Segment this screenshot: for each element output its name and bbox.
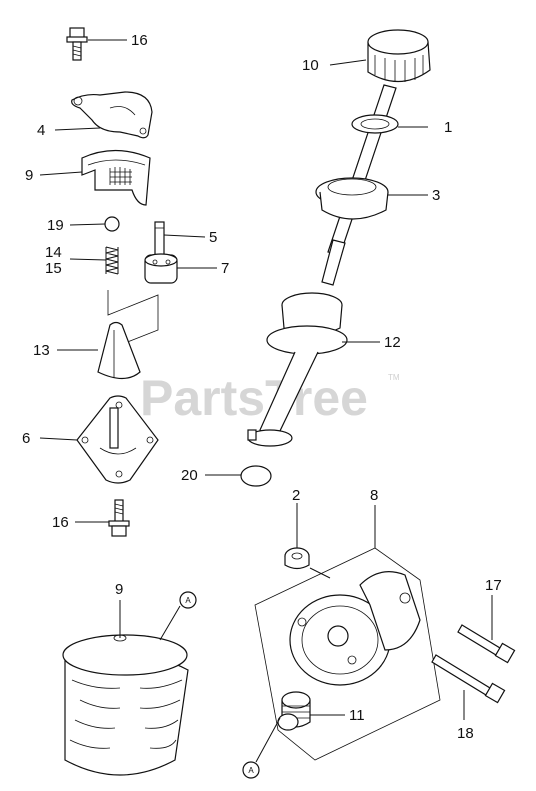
watermark-trademark: TM: [388, 373, 400, 382]
part-8-filter-adapter[interactable]: [289, 571, 421, 686]
callout-4[interactable]: 4: [37, 122, 45, 139]
part-4-bracket[interactable]: [71, 91, 153, 139]
svg-text:A: A: [248, 766, 254, 775]
callout-8[interactable]: 8: [370, 487, 378, 504]
callout-15[interactable]: 15: [45, 260, 62, 277]
part-9-oil-filter[interactable]: [62, 634, 189, 776]
callout-13[interactable]: 13: [33, 342, 50, 359]
callout-14[interactable]: 14: [45, 244, 62, 261]
callout-18[interactable]: 18: [457, 725, 474, 742]
callout-11[interactable]: 11: [349, 707, 365, 724]
callout-7[interactable]: 7: [221, 260, 229, 277]
reference-marker-a-top: A: [179, 591, 197, 609]
part-12-tube[interactable]: [247, 292, 348, 447]
assembly-guide-line: [107, 290, 159, 346]
part-17-bolt[interactable]: [457, 624, 516, 664]
watermark-text: PartsTree: [140, 370, 368, 426]
part-3-grommet[interactable]: [315, 177, 389, 220]
part-1-oring[interactable]: [351, 114, 399, 134]
callout-6[interactable]: 6: [22, 430, 30, 447]
reference-marker-a-bottom: A: [242, 761, 260, 779]
callout-20[interactable]: 20: [181, 467, 198, 484]
part-7-block[interactable]: [144, 253, 178, 284]
callout-17[interactable]: 17: [485, 577, 502, 594]
part-20-disc[interactable]: [240, 465, 272, 487]
callout-16-top[interactable]: 16: [131, 32, 148, 49]
svg-text:A: A: [185, 596, 191, 605]
callout-1[interactable]: 1: [444, 119, 452, 136]
part-18-bolt[interactable]: [431, 654, 506, 704]
callout-19[interactable]: 19: [47, 217, 64, 234]
part-11-plug[interactable]: [277, 691, 311, 731]
part-6-plate[interactable]: [76, 395, 159, 484]
callout-12[interactable]: 12: [384, 334, 401, 351]
part-13-cone[interactable]: [97, 321, 141, 380]
part-16-bolt-bottom[interactable]: [108, 499, 130, 537]
callout-16-bottom[interactable]: 16: [52, 514, 69, 531]
part-10-cap[interactable]: [367, 29, 431, 83]
callout-9-bottom[interactable]: 9: [115, 581, 123, 598]
part-19-ball[interactable]: [104, 216, 120, 232]
leader-lines: [39, 39, 493, 763]
callout-10[interactable]: 10: [302, 57, 319, 74]
part-2-valve[interactable]: [284, 547, 310, 570]
part-9-collar[interactable]: [81, 149, 151, 206]
part-16-bolt-top[interactable]: [66, 27, 88, 61]
part-14-15-spring[interactable]: [105, 246, 119, 275]
callout-3[interactable]: 3: [432, 187, 440, 204]
callout-5[interactable]: 5: [209, 229, 217, 246]
callout-9-top[interactable]: 9: [25, 167, 33, 184]
callout-2[interactable]: 2: [292, 487, 300, 504]
part-5-pin[interactable]: [154, 221, 165, 258]
